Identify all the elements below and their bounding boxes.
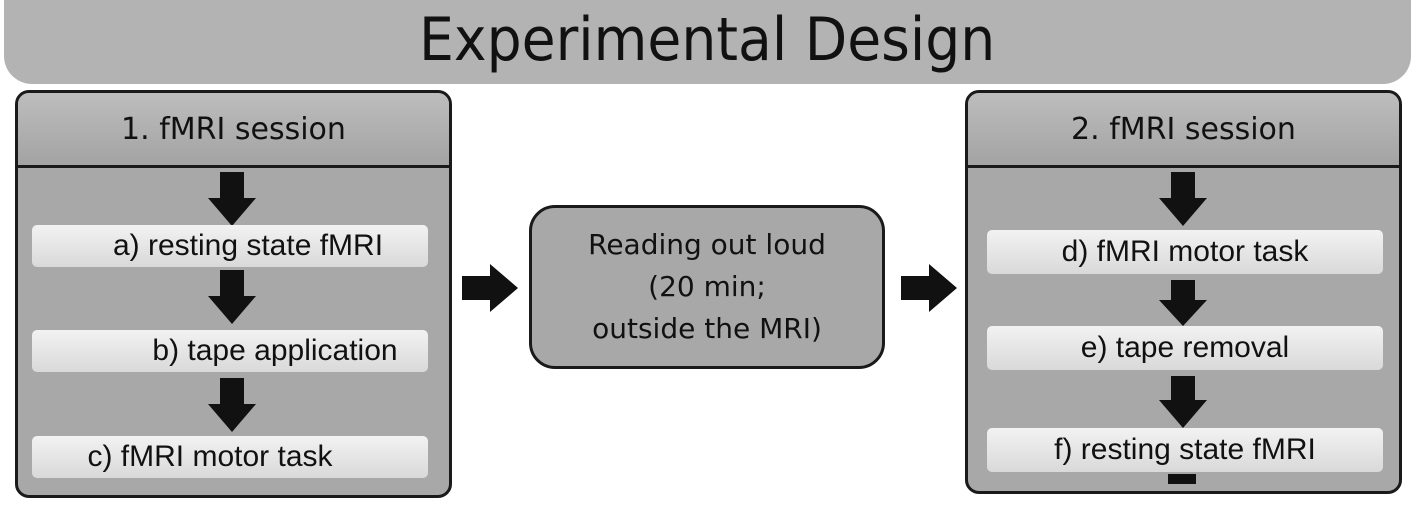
step-resting-state-2: f) resting state fMRI [987, 428, 1383, 472]
diagram-title: Experimental Design [419, 5, 996, 75]
arrow-down-icon [208, 378, 256, 432]
step-motor-task-2: d) fMRI motor task [987, 230, 1383, 274]
reading-out-loud-box: Reading out loud (20 min; outside the MR… [529, 205, 885, 369]
title-bar: Experimental Design [4, 0, 1411, 84]
arrow-down-icon [208, 172, 256, 226]
arrow-right-icon [901, 264, 957, 312]
session-2-header: 2. fMRI session [968, 93, 1399, 168]
middle-line-2: (20 min; [648, 270, 766, 303]
step-tape-removal: e) tape removal [987, 326, 1383, 370]
trailing-marker [1168, 474, 1196, 484]
session-1-header: 1. fMRI session [18, 93, 449, 168]
arrow-down-icon [1159, 280, 1207, 326]
arrow-down-icon [208, 270, 256, 324]
middle-line-3: outside the MRI) [592, 312, 822, 345]
arrow-right-icon [462, 264, 518, 312]
step-resting-state-1: a) resting state fMRI [32, 225, 428, 267]
step-tape-application: b) tape application [32, 330, 428, 372]
arrow-down-icon [1159, 376, 1207, 428]
middle-line-1: Reading out loud [588, 228, 826, 261]
arrow-down-icon [1159, 172, 1207, 226]
step-motor-task-1: c) fMRI motor task [32, 436, 428, 478]
